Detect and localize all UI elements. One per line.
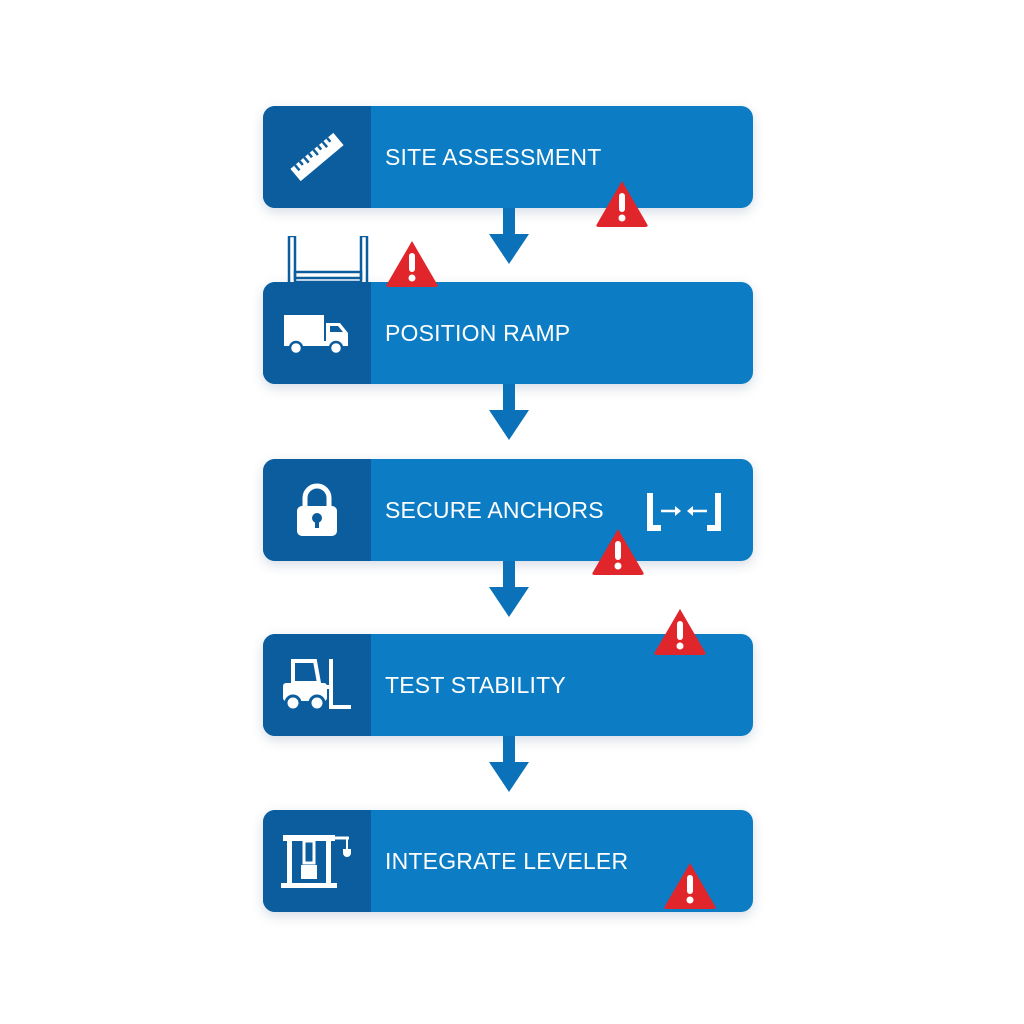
step-secure-anchors: SECURE ANCHORS [263,459,753,561]
step-icon-panel [263,634,371,736]
arrow-down-icon [489,384,529,440]
step-icon-panel [263,810,371,912]
warning-icon [596,181,648,227]
warning-icon [654,609,706,655]
arrow-down-icon [489,208,529,264]
step-label: SITE ASSESSMENT [385,144,602,170]
step-label: POSITION RAMP [385,320,571,346]
warning-icon [664,863,716,909]
step-icon-panel [263,106,371,208]
step-icon-panel [263,282,371,384]
step-label: INTEGRATE LEVELER [385,848,629,874]
warning-icon [592,529,644,575]
forklift-icon [283,659,351,712]
warning-icon [386,241,438,287]
step-label: SECURE ANCHORS [385,497,604,523]
arrow-down-icon [489,736,529,792]
anchor-gap-icon [647,493,721,531]
ruler-icon [290,132,344,182]
leveler-icon [281,835,351,888]
step-label: TEST STABILITY [385,672,566,698]
ramp-frame-icon [287,236,369,288]
step-integrate-leveler: INTEGRATE LEVELER [263,810,753,912]
padlock-icon [297,483,337,536]
step-icon-panel [263,459,371,561]
arrow-down-icon [489,561,529,617]
truck-icon [284,315,348,356]
step-position-ramp: POSITION RAMP [263,282,753,384]
step-site-assessment: SITE ASSESSMENT [263,106,753,208]
